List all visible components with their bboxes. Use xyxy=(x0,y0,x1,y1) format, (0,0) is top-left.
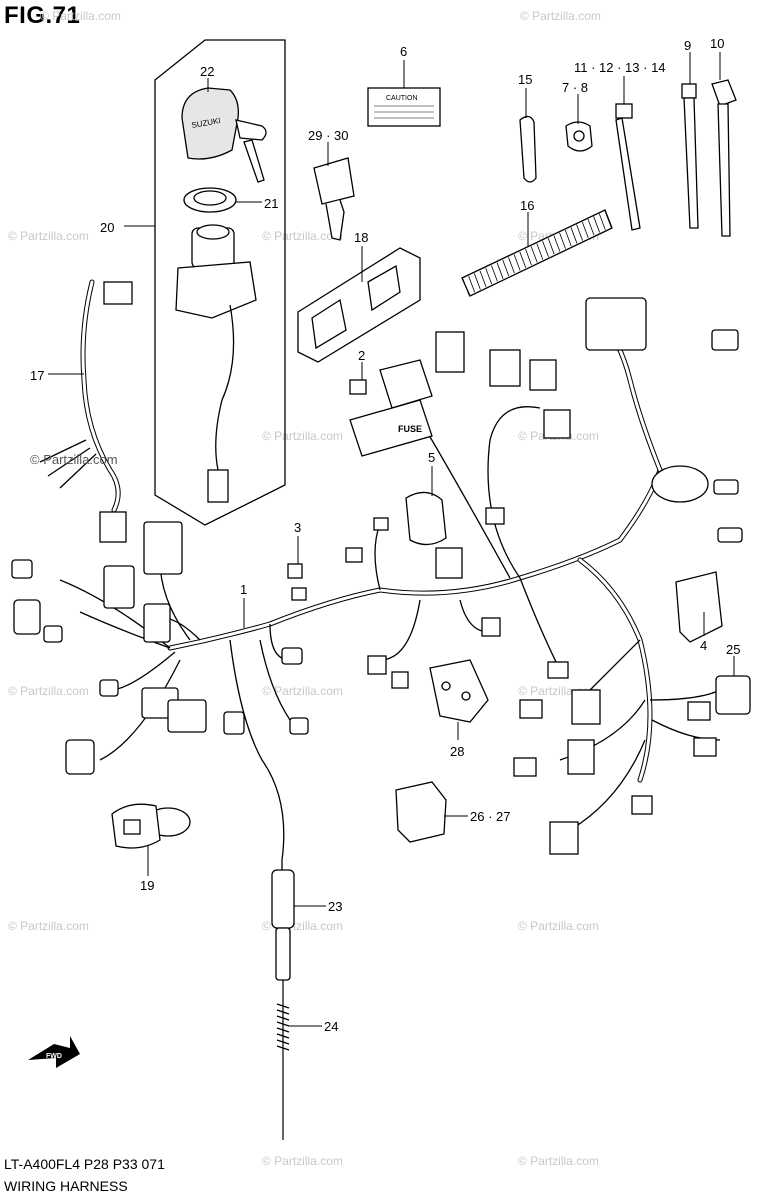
caution-label-6: CAUTION xyxy=(367,87,441,127)
label-10: 10 xyxy=(710,36,724,51)
model-code: LT-A400FL4 P28 P33 071 xyxy=(4,1156,165,1172)
label-4: 4 xyxy=(700,638,707,653)
watermark: © Partzilla.com xyxy=(262,429,343,443)
label-22: 22 xyxy=(200,64,214,79)
label-19: 19 xyxy=(140,878,154,893)
label-1: 1 xyxy=(240,582,247,597)
figure-title: FIG.71 xyxy=(4,2,81,29)
band-9 xyxy=(681,83,699,229)
watermark: © Partzilla.com xyxy=(8,919,89,933)
clamp-7-8 xyxy=(565,121,593,152)
figure-name: WIRING HARNESS xyxy=(4,1178,128,1194)
forward-arrow-icon: FWD xyxy=(28,1036,80,1068)
label-18: 18 xyxy=(354,230,368,245)
sub-harness-17 xyxy=(39,279,133,543)
cover-4 xyxy=(675,571,723,643)
label-25: 25 xyxy=(726,642,740,657)
cap-5 xyxy=(405,491,447,546)
fwd-text: FWD xyxy=(46,1053,62,1060)
watermark: © Partzilla.com xyxy=(262,229,343,243)
label-9: 9 xyxy=(684,38,691,53)
sensor-23 xyxy=(271,860,295,1140)
watermark: © Partzilla.com xyxy=(262,1154,343,1168)
label-28: 28 xyxy=(450,744,464,759)
label-23: 23 xyxy=(328,899,342,914)
ring-nut-21 xyxy=(183,187,237,213)
ignition-switch-body xyxy=(175,224,257,503)
label-5: 5 xyxy=(428,450,435,465)
label-21: 21 xyxy=(264,196,278,211)
leader-lines xyxy=(48,52,735,1027)
protector-16 xyxy=(461,209,613,297)
label-7-8: 7 · 8 xyxy=(562,80,588,95)
ignition-switch-inset-frame xyxy=(154,39,286,526)
watermark: © Partzilla.com xyxy=(518,919,599,933)
key-29-30 xyxy=(313,157,355,241)
bracket-28 xyxy=(429,659,489,723)
band-10 xyxy=(711,79,737,237)
label-20: 20 xyxy=(100,220,114,235)
bracket-18 xyxy=(297,247,421,363)
fuse-box-2: FUSE xyxy=(349,359,433,457)
band-11-14 xyxy=(615,103,641,231)
spring-24 xyxy=(276,1003,290,1051)
label-15: 15 xyxy=(518,72,532,87)
clamp-15 xyxy=(519,115,537,183)
label-2: 2 xyxy=(358,348,365,363)
label-29-30: 29 · 30 xyxy=(308,128,348,143)
relay-25 xyxy=(715,675,751,715)
sensor-19 xyxy=(111,803,191,849)
harness-connectors xyxy=(11,297,743,855)
watermark: © Partzilla.com xyxy=(262,684,343,698)
label-11-14: 11 · 12 · 13 · 14 xyxy=(574,60,666,75)
relay-26-27 xyxy=(395,781,447,843)
connector-3 xyxy=(291,587,307,601)
key-cover-22: SUZUKI xyxy=(181,87,267,183)
label-6: 6 xyxy=(400,44,407,59)
label-24: 24 xyxy=(324,1019,338,1034)
part-labels: 22 21 20 17 29 · 30 6 18 2 15 7 · 8 11 ·… xyxy=(30,36,740,1034)
label-16: 16 xyxy=(520,198,534,213)
watermark: © Partzilla.com xyxy=(518,1154,599,1168)
caution-text: CAUTION xyxy=(386,95,418,102)
label-26-27: 26 · 27 xyxy=(470,809,510,824)
watermark: © Partzilla.com xyxy=(520,9,601,23)
watermark: © Partzilla.com xyxy=(8,684,89,698)
watermark: © Partzilla.com xyxy=(40,9,121,23)
fuse-text: FUSE xyxy=(398,424,422,434)
label-3: 3 xyxy=(294,520,301,535)
label-17: 17 xyxy=(30,368,44,383)
watermark: © Partzilla.com xyxy=(8,229,89,243)
inset-watermark: © Partzilla.com xyxy=(30,452,118,467)
